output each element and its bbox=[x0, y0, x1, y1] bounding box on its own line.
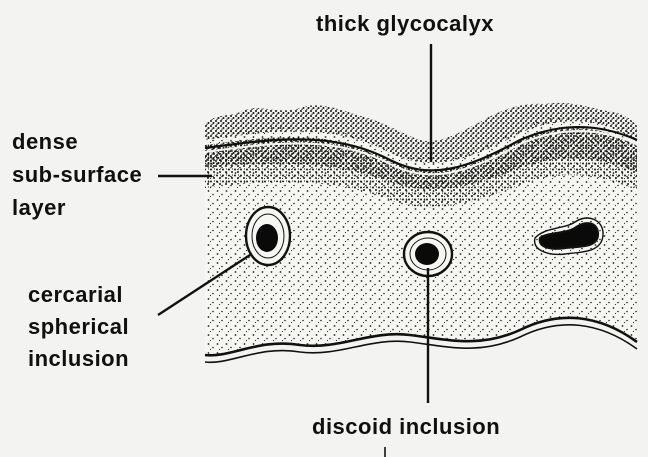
spherical-label-line-2: spherical bbox=[28, 313, 129, 340]
spherical-inclusion bbox=[246, 207, 290, 265]
discoid-label: discoid inclusion bbox=[312, 413, 500, 440]
glycocalyx-label: thick glycocalyx bbox=[316, 10, 494, 37]
spherical-label-line-1: cercarial bbox=[28, 281, 123, 308]
subsurface-label-line-2: sub-surface bbox=[12, 161, 142, 188]
subsurface-label-line-1: dense bbox=[12, 128, 78, 155]
subsurface-label-line-3: layer bbox=[12, 194, 66, 221]
spherical-label-line-3: inclusion bbox=[28, 345, 129, 372]
